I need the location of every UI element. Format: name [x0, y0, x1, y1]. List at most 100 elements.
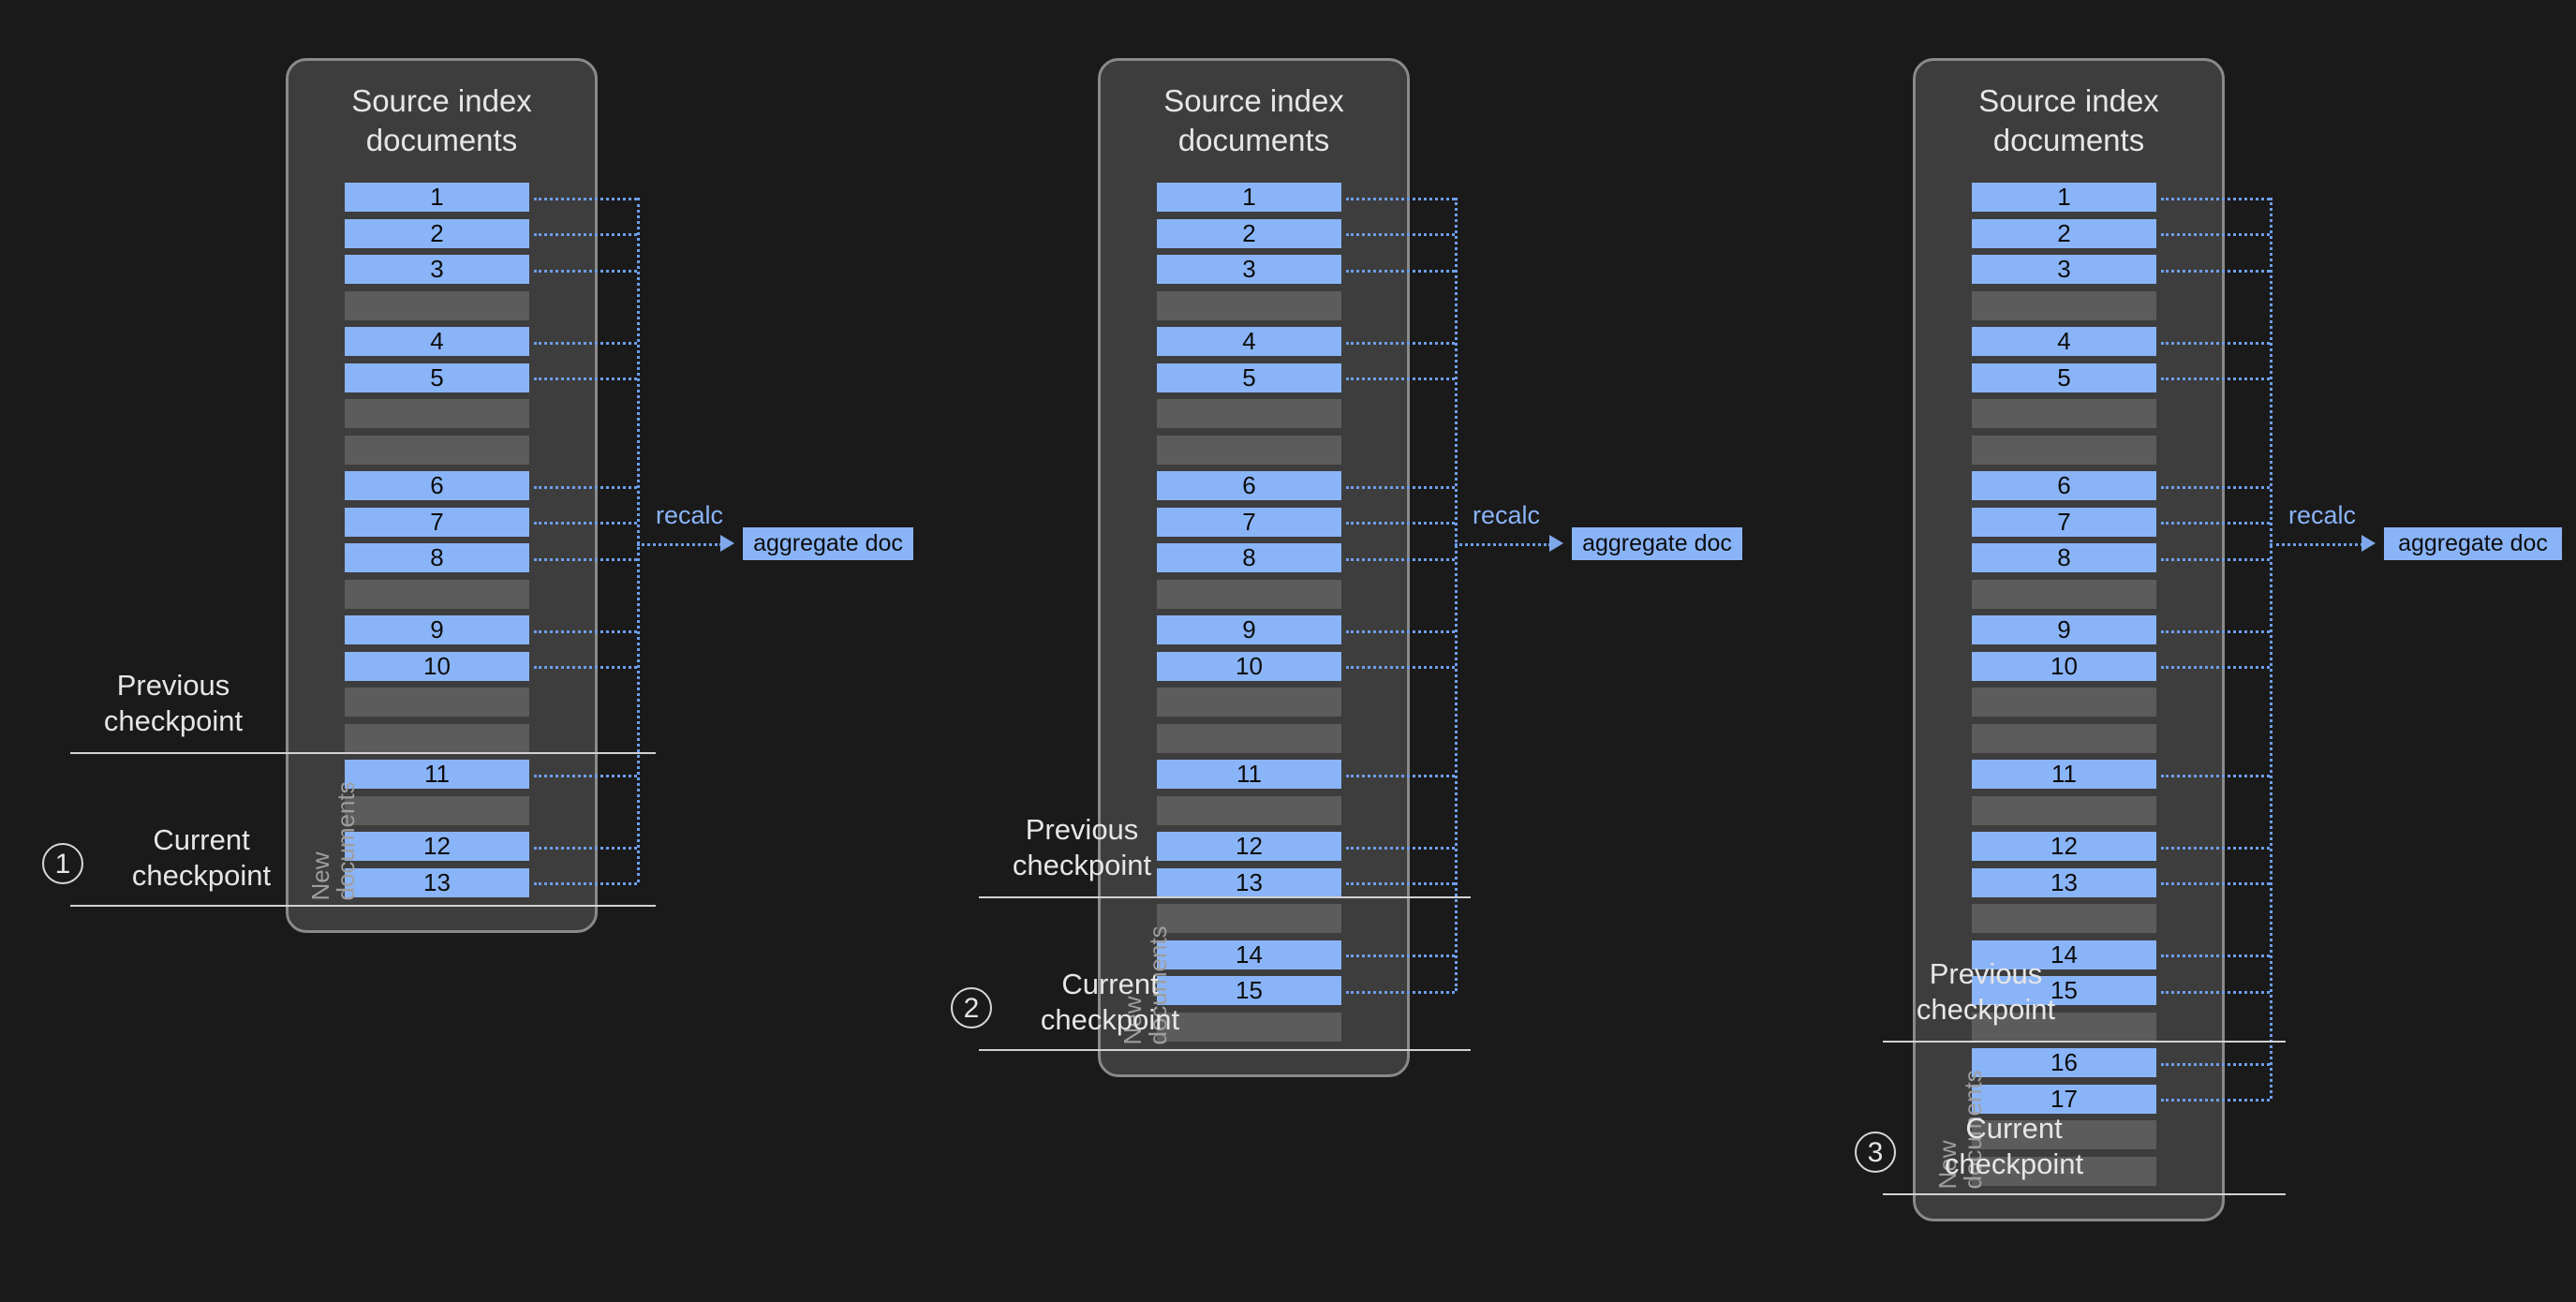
connector-line: [2161, 1062, 2270, 1066]
gap-row: [1972, 579, 2156, 609]
connector-line: [2161, 197, 2270, 200]
gap-row: [1157, 290, 1341, 320]
connector-line: [1346, 377, 1455, 380]
connector-line: [534, 269, 637, 273]
document-row: 15: [1157, 976, 1341, 1005]
gap-row: [1157, 795, 1341, 825]
connector-line: [1346, 522, 1455, 525]
connector-line: [2161, 846, 2270, 850]
gap-row: [1972, 688, 2156, 717]
document-row: 13: [345, 867, 529, 897]
current-checkpoint-label: Current checkpoint: [1944, 1111, 2084, 1180]
current-checkpoint-label: Current checkpoint: [1040, 967, 1180, 1036]
document-row: 5: [1157, 362, 1341, 392]
connector-line: [2161, 341, 2270, 345]
aggregate-doc-box: aggregate doc: [1572, 527, 1742, 560]
connector-line: [2161, 990, 2270, 994]
document-row: 4: [1972, 327, 2156, 356]
panel-title: Source index documents: [351, 83, 532, 157]
aggregate-doc-box: aggregate doc: [743, 527, 913, 560]
document-row: 14: [1972, 940, 2156, 969]
connector-line: [1346, 197, 1455, 200]
gap-row: [1972, 1120, 2156, 1149]
connector-line: [534, 882, 637, 885]
document-row: 5: [1972, 362, 2156, 392]
gap-row: [1972, 1156, 2156, 1186]
gap-row: [1972, 904, 2156, 933]
connector-line: [2161, 882, 2270, 885]
document-row: 2: [345, 218, 529, 248]
connector-line: [534, 629, 637, 633]
step-number-badge: 1: [42, 842, 83, 884]
current-checkpoint-label: Current checkpoint: [131, 822, 272, 892]
connector-line: [2161, 1099, 2270, 1102]
gap-row: [1157, 723, 1341, 753]
connector-bus: [637, 197, 640, 882]
previous-checkpoint-label: Previous checkpoint: [1012, 813, 1152, 881]
recalc-arrow-line: [637, 543, 722, 546]
step-number-badge: 2: [951, 986, 992, 1028]
document-row: 10: [1972, 651, 2156, 681]
document-row: 3: [1972, 255, 2156, 284]
document-row: 11: [345, 760, 529, 789]
connector-line: [2161, 377, 2270, 380]
connector-line: [1346, 954, 1455, 957]
document-row: 17: [1972, 1084, 2156, 1114]
connector-line: [2161, 629, 2270, 633]
connector-line: [1346, 233, 1455, 236]
connector-line: [2161, 485, 2270, 489]
current-checkpoint-line: [70, 904, 656, 907]
gap-row: [345, 723, 529, 753]
gap-row: [1157, 399, 1341, 428]
gap-row: [1157, 904, 1341, 933]
gap-row: [345, 688, 529, 717]
document-row: 11: [1157, 760, 1341, 789]
aggregate-doc-box: aggregate doc: [2384, 527, 2562, 560]
previous-checkpoint-line: [979, 896, 1471, 898]
connector-line: [1346, 485, 1455, 489]
document-row: 3: [345, 255, 529, 284]
document-row: 10: [345, 651, 529, 681]
panel-title: Source index documents: [1978, 83, 2159, 157]
connector-line: [534, 197, 637, 200]
connector-line: [534, 233, 637, 236]
document-row: 6: [1157, 471, 1341, 500]
gap-row: [345, 290, 529, 320]
document-row: 9: [1157, 615, 1341, 644]
connector-line: [2161, 774, 2270, 777]
document-row: 12: [1157, 832, 1341, 861]
connector-line: [2161, 557, 2270, 561]
document-row: 13: [1972, 867, 2156, 897]
connector-line: [534, 557, 637, 561]
connector-line: [2161, 269, 2270, 273]
connector-line: [1346, 882, 1455, 885]
document-row: 1: [345, 183, 529, 212]
connector-line: [534, 485, 637, 489]
gap-row: [1972, 435, 2156, 465]
document-row: 6: [345, 471, 529, 500]
connector-line: [1346, 846, 1455, 850]
previous-checkpoint-line: [1883, 1041, 2286, 1043]
document-row: 8: [1157, 543, 1341, 572]
recalc-label: recalc: [1473, 501, 1541, 529]
connector-line: [1346, 269, 1455, 273]
document-row: 14: [1157, 940, 1341, 969]
connector-line: [1346, 341, 1455, 345]
document-row: 6: [1972, 471, 2156, 500]
document-row: 7: [1157, 507, 1341, 537]
document-row: 11: [1972, 760, 2156, 789]
previous-checkpoint-label: Previous checkpoint: [1916, 957, 2056, 1026]
recalc-arrow-line: [2270, 543, 2363, 546]
document-row: 4: [1157, 327, 1341, 356]
document-row: 12: [1972, 832, 2156, 861]
document-row: 8: [1972, 543, 2156, 572]
connector-line: [534, 522, 637, 525]
gap-row: [1157, 435, 1341, 465]
gap-row: [345, 435, 529, 465]
connector-line: [1346, 557, 1455, 561]
gap-row: [345, 795, 529, 825]
panel-title: Source index documents: [1163, 83, 1344, 157]
previous-checkpoint-line: [70, 752, 656, 754]
document-row: 1: [1157, 183, 1341, 212]
document-row: 3: [1157, 255, 1341, 284]
